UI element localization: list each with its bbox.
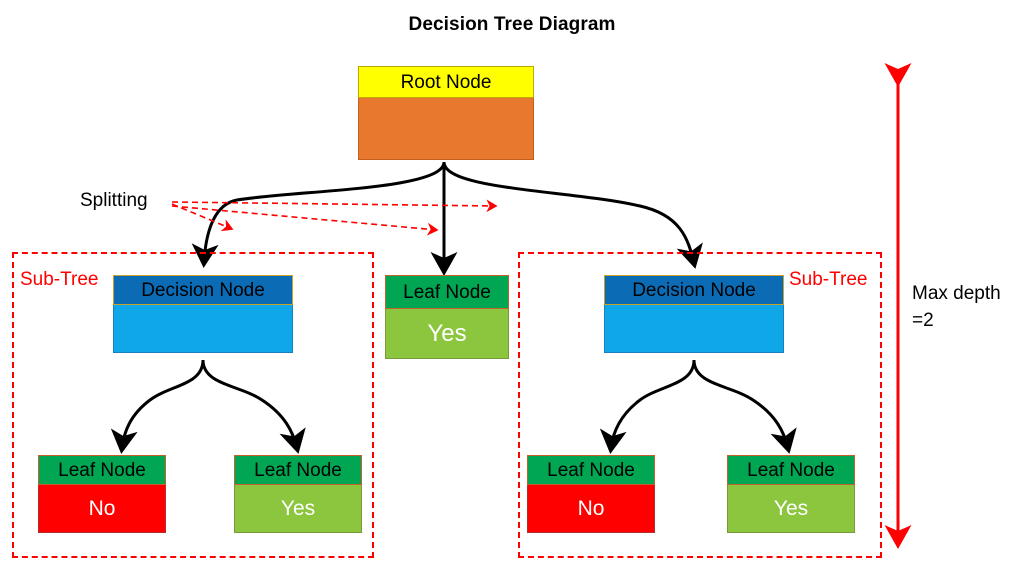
edge-root-to-decision-right	[442, 161, 703, 269]
node-leaf-right-2[interactable]: Leaf Node Yes	[727, 455, 855, 533]
node-leaf-center-body: Yes	[385, 309, 509, 359]
node-decision-right-header: Decision Node	[604, 275, 784, 305]
node-leaf-left-2-body: Yes	[234, 485, 362, 533]
node-decision-left-header: Decision Node	[113, 275, 293, 305]
node-leaf-center-header: Leaf Node	[385, 275, 509, 309]
splitting-arrow-center	[171, 205, 439, 236]
annotation-subtree-left: Sub-Tree	[20, 269, 99, 290]
node-leaf-right-1-header: Leaf Node	[527, 455, 655, 485]
node-root-body	[358, 98, 534, 160]
node-decision-left-body	[113, 305, 293, 353]
node-leaf-left-2[interactable]: Leaf Node Yes	[234, 455, 362, 533]
node-root-header: Root Node	[358, 66, 534, 98]
node-leaf-left-1-body: No	[38, 485, 166, 533]
node-leaf-right-2-body: Yes	[727, 485, 855, 533]
node-leaf-center[interactable]: Leaf Node Yes	[385, 275, 509, 359]
subtree-box-right	[518, 252, 882, 558]
node-decision-left[interactable]: Decision Node	[113, 275, 293, 353]
node-decision-right[interactable]: Decision Node	[604, 275, 784, 353]
node-root[interactable]: Root Node	[358, 66, 534, 160]
splitting-arrow-right	[171, 199, 498, 213]
node-leaf-left-1[interactable]: Leaf Node No	[38, 455, 166, 533]
node-leaf-left-1-header: Leaf Node	[38, 455, 166, 485]
node-decision-right-body	[604, 305, 784, 353]
splitting-arrow-left	[171, 203, 234, 232]
subtree-box-left	[12, 252, 374, 558]
node-leaf-right-1[interactable]: Leaf Node No	[527, 455, 655, 533]
annotation-subtree-right: Sub-Tree	[789, 269, 868, 290]
annotation-splitting: Splitting	[80, 190, 148, 211]
edge-root-to-decision-left	[191, 161, 446, 268]
annotation-max-depth: Max depth =2	[912, 283, 1001, 331]
page-title: Decision Tree Diagram	[408, 14, 616, 35]
node-leaf-right-2-header: Leaf Node	[727, 455, 855, 485]
node-leaf-left-2-header: Leaf Node	[234, 455, 362, 485]
node-leaf-right-1-body: No	[527, 485, 655, 533]
